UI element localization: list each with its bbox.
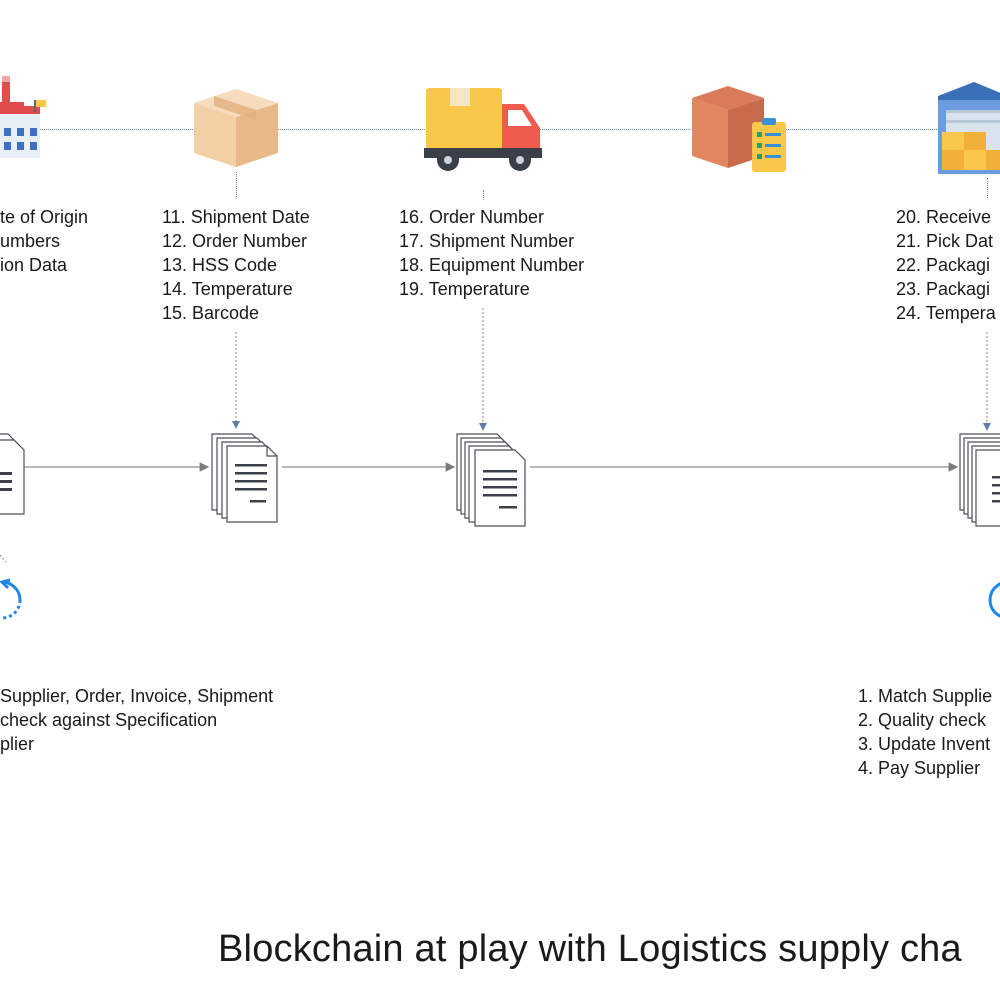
cardboard-box-icon [194, 89, 278, 167]
list-item: umbers [0, 231, 61, 251]
box-checklist-icon [692, 86, 786, 172]
process-steps-left: Supplier, Order, Invoice, Shipment check… [0, 684, 273, 756]
diagram-title: Blockchain at play with Logistics supply… [218, 928, 962, 970]
connector-stub [483, 190, 484, 200]
warehouse-data-list: 20. Receive 21. Pick Dat 22. Packagi 23.… [896, 205, 996, 325]
list-item: 22. Packagi [896, 255, 991, 275]
list-item: te of Origin [0, 207, 89, 227]
truck-data-list: 16. Order Number 17. Shipment Number 18.… [399, 205, 584, 301]
document-stack-icon [0, 433, 25, 515]
list-item: 16. Order Number [399, 207, 545, 227]
list-item: 17. Shipment Number [399, 231, 575, 251]
list-item: plier [0, 734, 35, 754]
list-item: 3. Update Invent [858, 734, 991, 754]
list-item: 20. Receive [896, 207, 992, 227]
factory-icon [0, 76, 46, 158]
list-item: 12. Order Number [162, 231, 308, 251]
list-item: ion Data [0, 255, 68, 275]
warehouse-icon [938, 82, 1000, 174]
list-item: 14. Temperature [162, 279, 293, 299]
list-item: 11. Shipment Date [162, 207, 310, 227]
list-item: 24. Tempera [896, 303, 996, 323]
vertical-arrow [0, 554, 7, 563]
list-item: 18. Equipment Number [399, 255, 585, 275]
sync-icon [988, 582, 1000, 618]
list-item: 13. HSS Code [162, 255, 278, 275]
document-stack-icon [211, 433, 278, 523]
document-stack-icon [959, 433, 1000, 527]
list-item: 15. Barcode [162, 303, 260, 323]
process-steps-right: 1. Match Supplie 2. Quality check 3. Upd… [858, 684, 992, 780]
list-item: 1. Match Supplie [858, 686, 993, 706]
box-data-list: 11. Shipment Date 12. Order Number 13. H… [162, 205, 310, 325]
list-item: 23. Packagi [896, 279, 991, 299]
list-item: 21. Pick Dat [896, 231, 994, 251]
connector-stub [236, 172, 237, 197]
document-stack-icon [456, 433, 526, 527]
delivery-truck-icon [424, 88, 542, 171]
list-item: 19. Temperature [399, 279, 530, 299]
list-item: check against Specification [0, 710, 218, 730]
connector-stub [987, 178, 988, 198]
sync-icon [0, 578, 22, 620]
list-item: Supplier, Order, Invoice, Shipment [0, 686, 274, 706]
list-item: 4. Pay Supplier [858, 758, 981, 778]
list-item: 2. Quality check [858, 710, 987, 730]
factory-data-list: te of Origin umbers ion Data [0, 205, 88, 277]
